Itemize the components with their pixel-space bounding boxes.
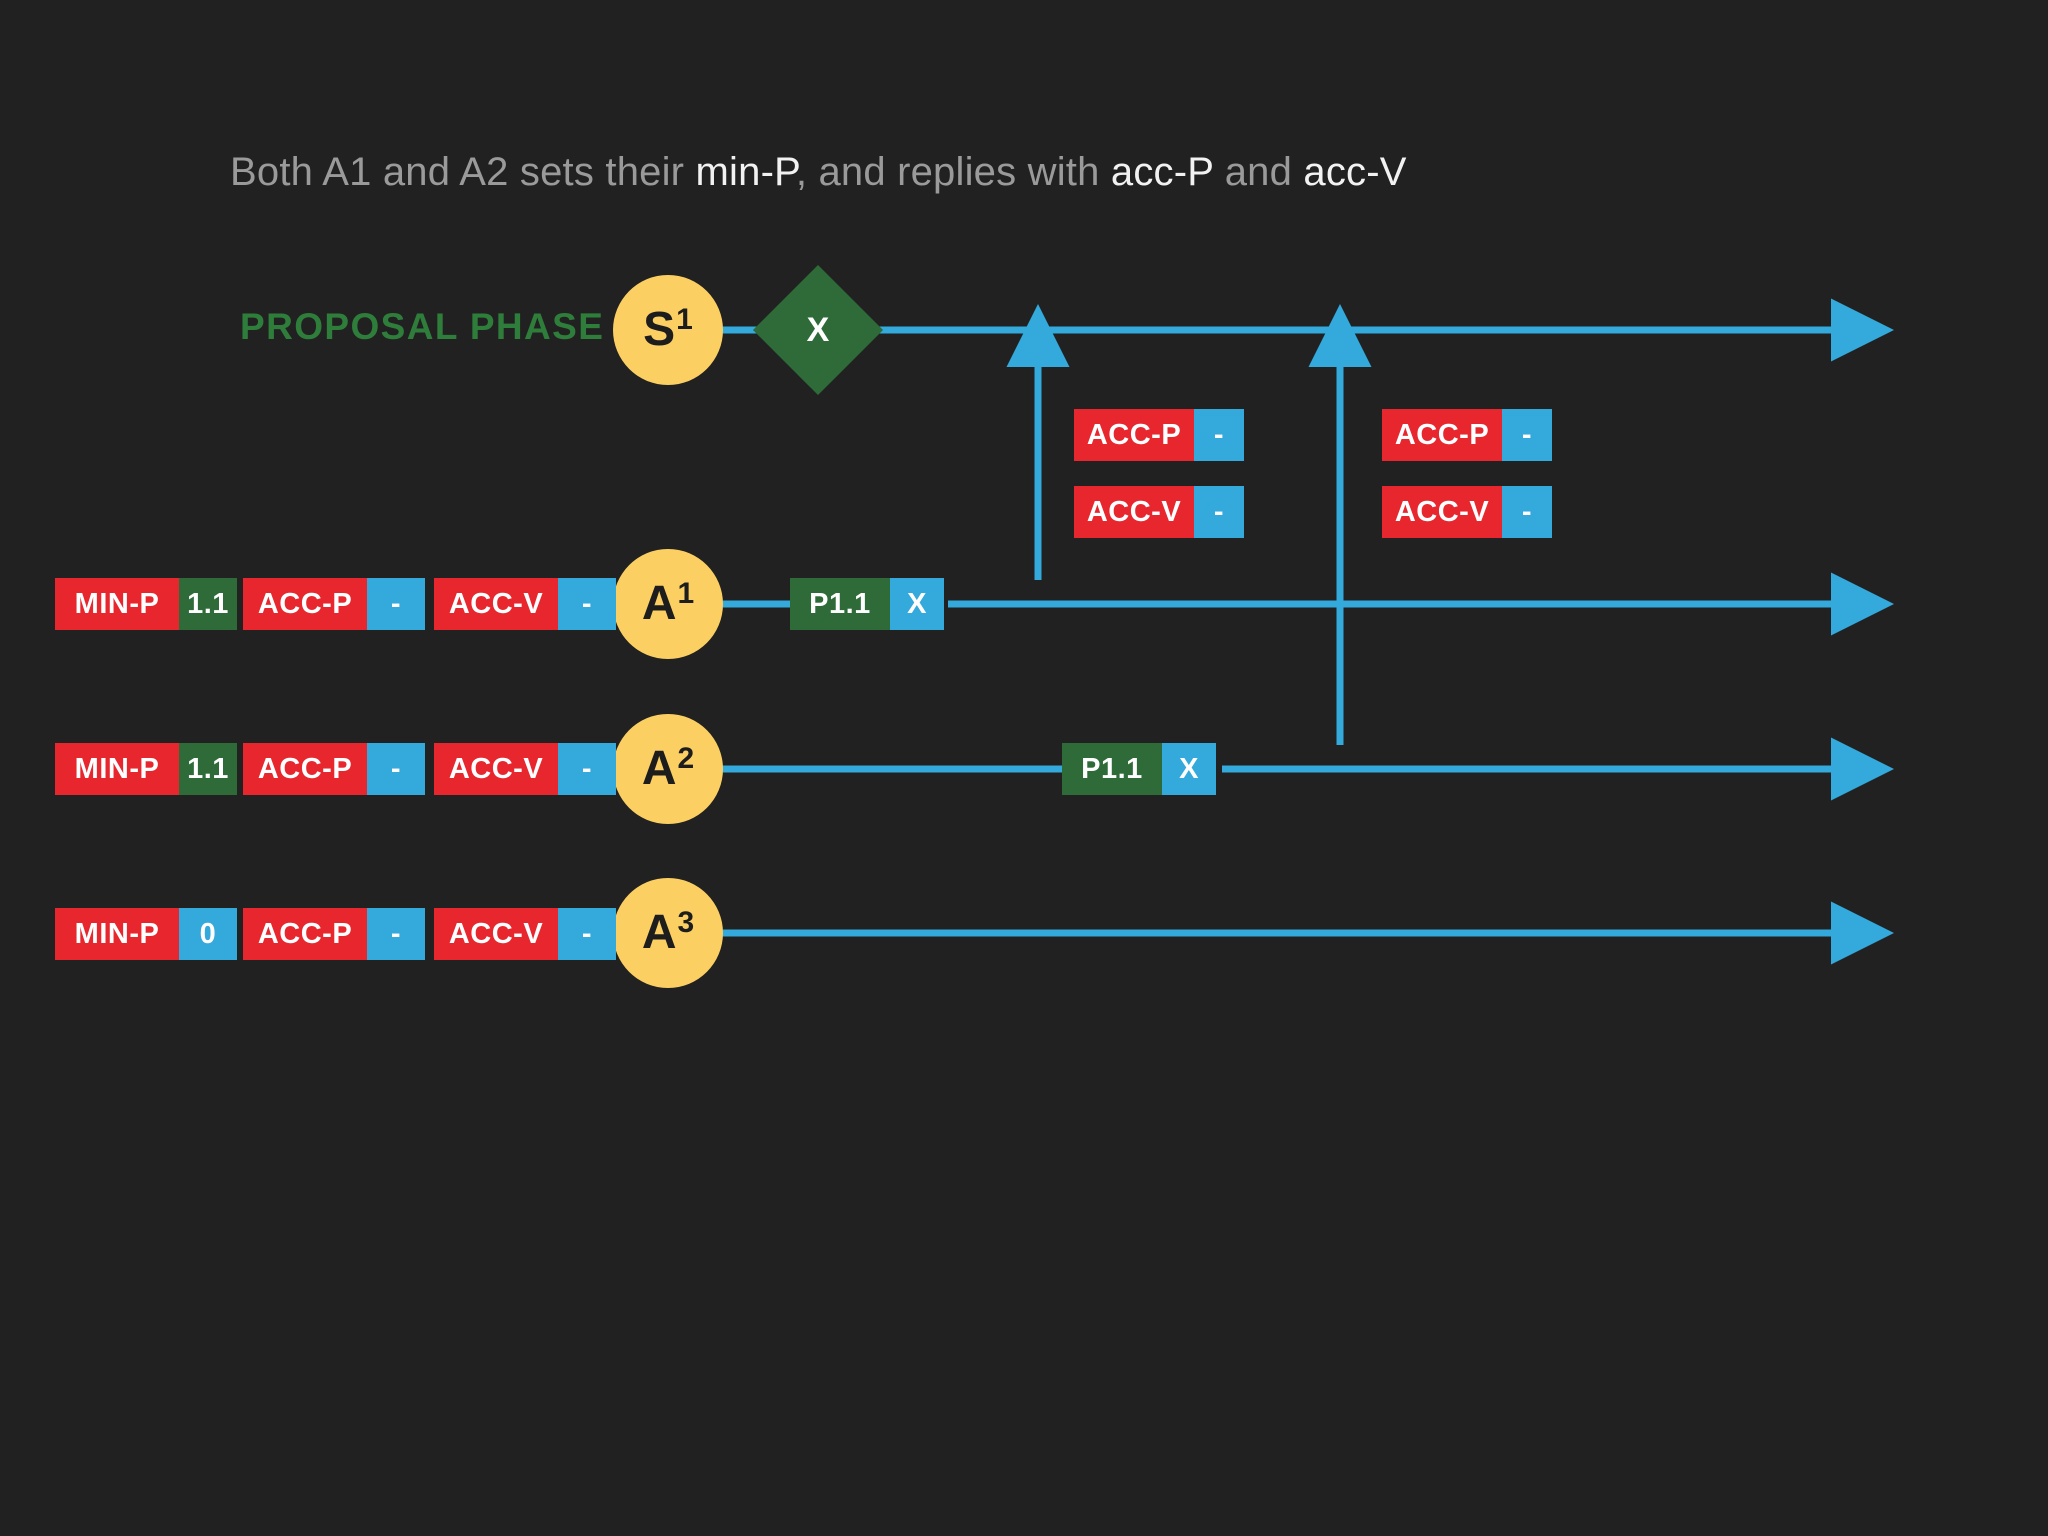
state-tag-a2-acc-p[interactable]: ACC-P - bbox=[243, 743, 425, 795]
reply-message-a1-acc-v-key: ACC-V bbox=[1074, 486, 1194, 538]
state-tag-a1-min-p-key: MIN-P bbox=[55, 578, 179, 630]
state-tag-a2-min-p-value: 1.1 bbox=[179, 743, 237, 795]
state-tag-a1-min-p[interactable]: MIN-P 1.1 bbox=[55, 578, 237, 630]
node-a2-superscript: 2 bbox=[677, 742, 695, 775]
node-a1-label: A bbox=[641, 577, 677, 630]
proposal-message-a1[interactable]: P1.1 X bbox=[790, 578, 944, 630]
state-tag-a2-acc-v-value: - bbox=[558, 743, 616, 795]
state-tag-a2-acc-p-value: - bbox=[367, 743, 425, 795]
state-tag-a2-min-p-key: MIN-P bbox=[55, 743, 179, 795]
reply-message-a2-acc-p-value: - bbox=[1502, 409, 1552, 461]
reply-message-a1-acc-v[interactable]: ACC-V - bbox=[1074, 486, 1244, 538]
title-part-3: acc-P bbox=[1110, 150, 1214, 194]
proposal-message-a2-value: X bbox=[1162, 743, 1216, 795]
title-part-2: , and replies with bbox=[795, 150, 1111, 194]
reply-message-a2-acc-v-value: - bbox=[1502, 486, 1552, 538]
phase-label: PROPOSAL PHASE bbox=[240, 306, 605, 347]
state-tag-a3-min-p-value: 0 bbox=[179, 908, 237, 960]
state-tag-a3-min-p[interactable]: MIN-P 0 bbox=[55, 908, 237, 960]
node-s1-label: S bbox=[643, 303, 676, 356]
state-tag-a1-acc-p-value: - bbox=[367, 578, 425, 630]
state-tag-a3-acc-p-key: ACC-P bbox=[243, 908, 367, 960]
state-tag-a1-acc-v-key: ACC-V bbox=[434, 578, 558, 630]
proposal-message-a2-key: P1.1 bbox=[1062, 743, 1162, 795]
reply-message-a2-acc-v-key: ACC-V bbox=[1382, 486, 1502, 538]
proposal-message-a1-key: P1.1 bbox=[790, 578, 890, 630]
node-a3-superscript: 3 bbox=[677, 906, 695, 939]
title-part-0: Both A1 and A2 sets their bbox=[230, 150, 696, 194]
state-tag-a2-min-p[interactable]: MIN-P 1.1 bbox=[55, 743, 237, 795]
state-tag-a3-acc-p-value: - bbox=[367, 908, 425, 960]
title-part-1: min-P bbox=[695, 150, 796, 194]
proposal-message-a1-value: X bbox=[890, 578, 944, 630]
state-tag-a3-acc-v[interactable]: ACC-V - bbox=[434, 908, 616, 960]
node-a3-label: A bbox=[641, 906, 677, 959]
reply-message-a2-acc-p[interactable]: ACC-P - bbox=[1382, 409, 1552, 461]
node-a2-label: A bbox=[641, 742, 677, 795]
state-tag-a3-min-p-key: MIN-P bbox=[55, 908, 179, 960]
state-tag-a1-acc-v[interactable]: ACC-V - bbox=[434, 578, 616, 630]
reply-message-a2-acc-v[interactable]: ACC-V - bbox=[1382, 486, 1552, 538]
state-tag-a1-acc-p[interactable]: ACC-P - bbox=[243, 578, 425, 630]
node-a1-superscript: 1 bbox=[677, 577, 695, 610]
state-tag-a1-acc-v-value: - bbox=[558, 578, 616, 630]
state-tag-a1-acc-p-key: ACC-P bbox=[243, 578, 367, 630]
reply-message-a1-acc-v-value: - bbox=[1194, 486, 1244, 538]
page-title: Both A1 and A2 sets their min-P, and rep… bbox=[230, 150, 1407, 195]
title-part-4: and bbox=[1213, 150, 1304, 194]
state-tag-a2-acc-v-key: ACC-V bbox=[434, 743, 558, 795]
reply-message-a1-acc-p-key: ACC-P bbox=[1074, 409, 1194, 461]
reply-message-a2-acc-p-key: ACC-P bbox=[1382, 409, 1502, 461]
state-tag-a3-acc-v-value: - bbox=[558, 908, 616, 960]
server-proposal-value: X bbox=[806, 310, 830, 349]
state-tag-a3-acc-v-key: ACC-V bbox=[434, 908, 558, 960]
state-tag-a2-acc-p-key: ACC-P bbox=[243, 743, 367, 795]
reply-message-a1-acc-p[interactable]: ACC-P - bbox=[1074, 409, 1244, 461]
state-tag-a2-acc-v[interactable]: ACC-V - bbox=[434, 743, 616, 795]
state-tag-a3-acc-p[interactable]: ACC-P - bbox=[243, 908, 425, 960]
node-s1-superscript: 1 bbox=[676, 303, 693, 336]
title-part-5: acc-V bbox=[1303, 150, 1407, 194]
reply-message-a1-acc-p-value: - bbox=[1194, 409, 1244, 461]
state-tag-a1-min-p-value: 1.1 bbox=[179, 578, 237, 630]
proposal-message-a2[interactable]: P1.1 X bbox=[1062, 743, 1216, 795]
